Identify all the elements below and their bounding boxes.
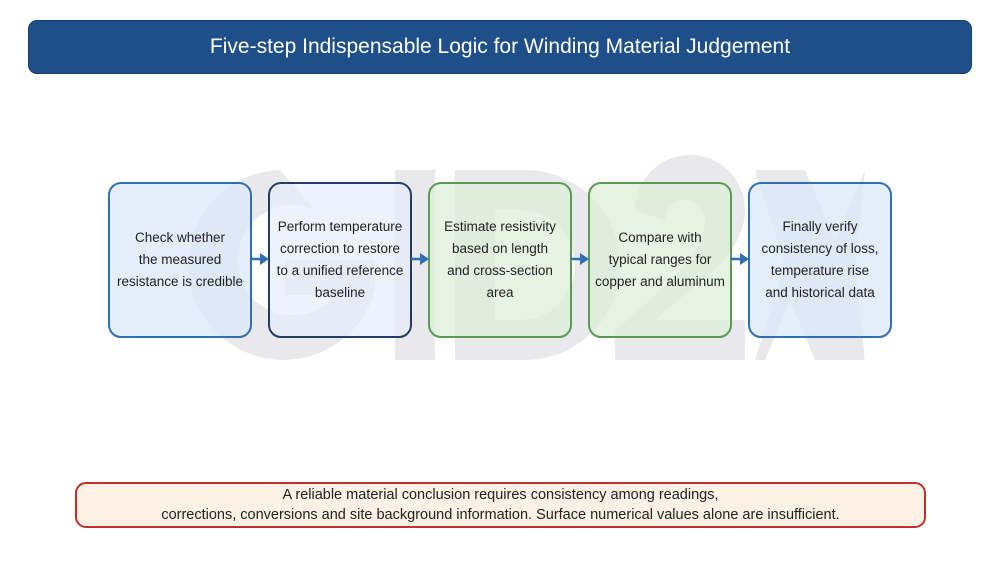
arrow-right-icon [251, 253, 269, 265]
conclusion-note: A reliable material conclusion requires … [75, 482, 926, 528]
page-title: Five-step Indispensable Logic for Windin… [209, 35, 791, 58]
title-bar: Five-step Indispensable Logic for Windin… [28, 20, 972, 74]
note-line-1: A reliable material conclusion requires … [282, 487, 719, 503]
note-line-2: corrections, conversions and site backgr… [161, 507, 840, 523]
arrow-right-icon [411, 253, 429, 265]
arrow-right-icon [571, 253, 589, 265]
arrow-right-icon [731, 253, 749, 265]
